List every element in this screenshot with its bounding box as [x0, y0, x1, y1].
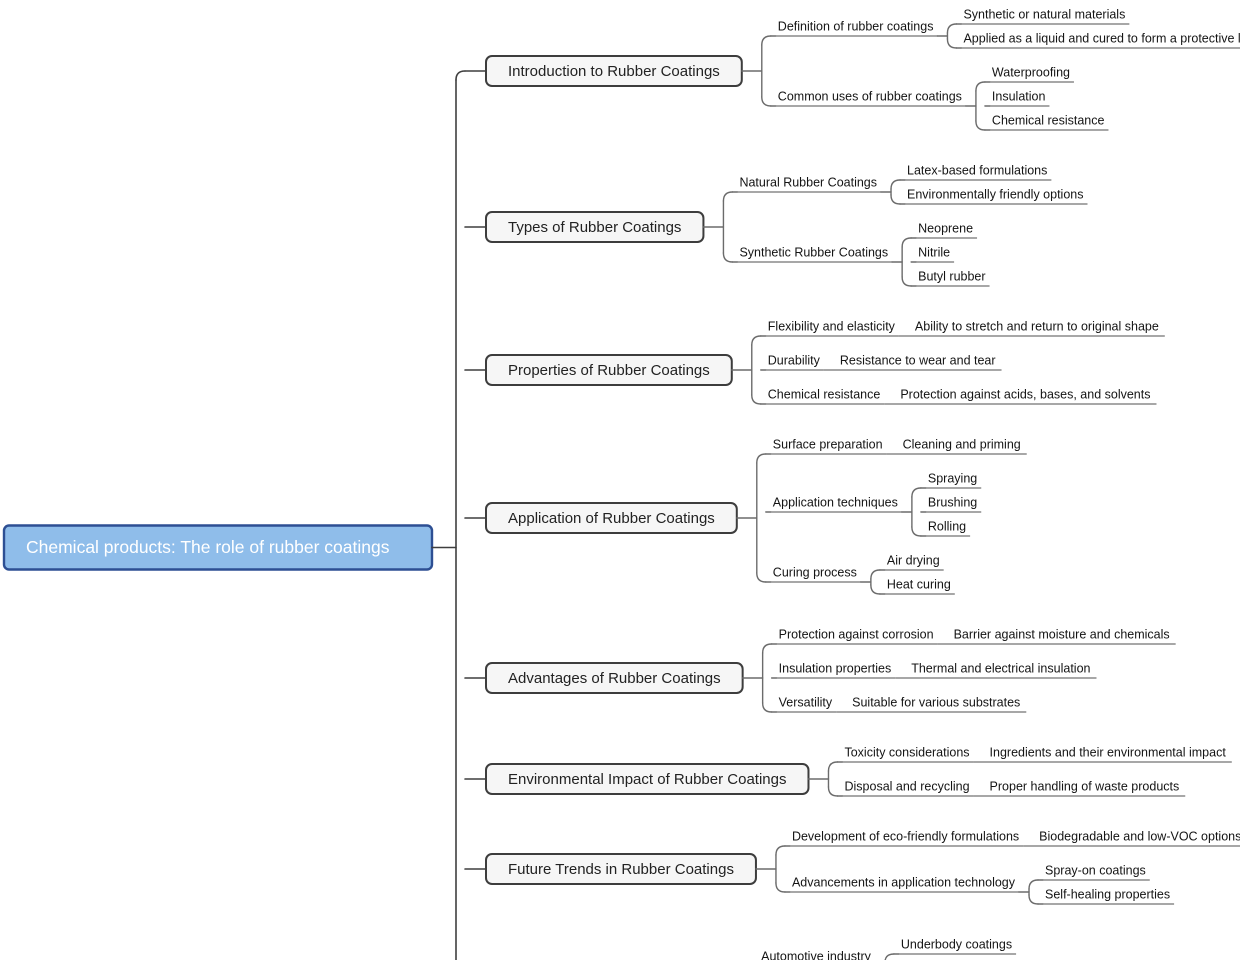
l2-node-label[interactable]: Toxicity considerations [844, 745, 969, 759]
l2-spine-cap-top [827, 761, 839, 772]
l3-node-label[interactable]: Butyl rubber [918, 269, 985, 283]
l2-node-label[interactable]: Chemical resistance [768, 387, 881, 401]
l2-node-label[interactable]: Synthetic Rubber Coatings [739, 245, 888, 259]
branch-node-label: Application of Rubber Coatings [508, 510, 715, 527]
l3-node-label[interactable]: Ability to stretch and return to origina… [915, 319, 1159, 333]
l3-spine-cap-bottom [901, 276, 912, 287]
l3-node-label[interactable]: Waterproofing [992, 65, 1070, 79]
l3-spine-cap-top [1028, 879, 1039, 890]
l2-node-label[interactable]: Surface preparation [773, 437, 883, 451]
l3-node-label[interactable]: Self-healing properties [1045, 887, 1170, 901]
l2-spine-cap-bottom [761, 96, 772, 107]
l3-node-label[interactable]: Latex-based formulations [907, 163, 1047, 177]
l3-spine-cap-top [946, 23, 958, 34]
l3-spine-cap-bottom [870, 584, 881, 595]
l2-node-label[interactable]: Curing process [773, 565, 857, 579]
l2-node-label[interactable]: Natural Rubber Coatings [739, 175, 877, 189]
l3-spine-cap-top [890, 179, 901, 190]
l2-node-label[interactable]: Insulation properties [779, 661, 892, 675]
branch-node-label: Advantages of Rubber Coatings [508, 670, 721, 687]
l2-node-label[interactable]: Versatility [779, 695, 833, 709]
l3-spine-cap-top [901, 237, 912, 248]
l3-spine-cap-bottom [890, 194, 901, 205]
l2-node-label[interactable]: Protection against corrosion [779, 627, 934, 641]
l3-node-label[interactable]: Protection against acids, bases, and sol… [900, 387, 1150, 401]
spine-cap-top [455, 70, 466, 81]
l3-spine-cap-top [870, 569, 881, 580]
l2-spine-cap-top [722, 191, 734, 202]
branch-node-label: Introduction to Rubber Coatings [508, 63, 720, 80]
l3-node-label[interactable]: Underbody coatings [901, 937, 1012, 951]
l2-node-label[interactable]: Disposal and recycling [844, 779, 969, 793]
l3-node-label[interactable]: Environmentally friendly options [907, 187, 1083, 201]
l3-node-label[interactable]: Rolling [928, 519, 966, 533]
l3-spine-cap-top [911, 487, 922, 498]
l3-node-label[interactable]: Cleaning and priming [903, 437, 1021, 451]
l2-spine-cap-bottom [775, 882, 786, 893]
l2-node-label[interactable]: Definition of rubber coatings [778, 19, 934, 33]
l3-spine-cap-top [975, 81, 986, 92]
l2-spine-cap-top [756, 453, 767, 464]
l2-node-label[interactable]: Common uses of rubber coatings [778, 89, 962, 103]
l3-node-label[interactable]: Thermal and electrical insulation [911, 661, 1090, 675]
root-node-label: Chemical products: The role of rubber co… [26, 537, 390, 557]
branch-node-label: Environmental Impact of Rubber Coatings [508, 771, 786, 788]
l3-node-label[interactable]: Proper handling of waste products [990, 779, 1180, 793]
l2-node-label[interactable]: Application techniques [773, 495, 898, 509]
l3-node-label[interactable]: Neoprene [918, 221, 973, 235]
branch-node-label: Properties of Rubber Coatings [508, 362, 710, 379]
branch-node-label: Future Trends in Rubber Coatings [508, 861, 734, 878]
l3-node-label[interactable]: Spray-on coatings [1045, 863, 1146, 877]
l3-node-label[interactable]: Resistance to wear and tear [840, 353, 996, 367]
l3-node-label[interactable]: Chemical resistance [992, 113, 1105, 127]
l3-node-label[interactable]: Insulation [992, 89, 1046, 103]
l3-node-label[interactable]: Brushing [928, 495, 977, 509]
l2-spine-cap-bottom [751, 394, 762, 405]
l3-node-label[interactable]: Ingredients and their environmental impa… [990, 745, 1227, 759]
l3-node-label[interactable]: Nitrile [918, 245, 950, 259]
l3-node-label[interactable]: Spraying [928, 471, 977, 485]
l3-spine-cap-bottom [911, 526, 922, 537]
l2-spine-cap-bottom [722, 252, 734, 263]
l3-spine-cap-bottom [946, 38, 958, 49]
l2-spine-cap-bottom [827, 786, 839, 797]
l3-node-label[interactable]: Suitable for various substrates [852, 695, 1020, 709]
l2-node-label[interactable]: Advancements in application technology [792, 875, 1016, 889]
l2-spine-cap-top [761, 35, 772, 46]
l3-node-label[interactable]: Applied as a liquid and cured to form a … [963, 31, 1240, 45]
l2-node-label[interactable]: Durability [768, 353, 821, 367]
l3-node-label[interactable]: Synthetic or natural materials [963, 7, 1125, 21]
l2-spine-cap-bottom [761, 702, 773, 713]
l3-spine-cap-bottom [975, 120, 986, 131]
l2-spine-cap-top [775, 845, 786, 856]
branch-node-label: Types of Rubber Coatings [508, 219, 681, 236]
l3-node-label[interactable]: Biodegradable and low-VOC options [1039, 829, 1240, 843]
l3-spine-cap-top [884, 953, 895, 960]
l2-node-label[interactable]: Flexibility and elasticity [768, 319, 896, 333]
l3-node-label[interactable]: Air drying [887, 553, 940, 567]
l2-node-label[interactable]: Automotive industry [761, 949, 872, 960]
l2-spine-cap-top [751, 335, 762, 346]
l3-node-label[interactable]: Heat curing [887, 577, 951, 591]
l2-spine-cap-bottom [756, 572, 767, 583]
l3-spine-cap-bottom [1028, 894, 1039, 905]
l3-node-label[interactable]: Barrier against moisture and chemicals [954, 627, 1170, 641]
l2-spine-cap-top [761, 643, 773, 654]
l2-node-label[interactable]: Development of eco-friendly formulations [792, 829, 1019, 843]
